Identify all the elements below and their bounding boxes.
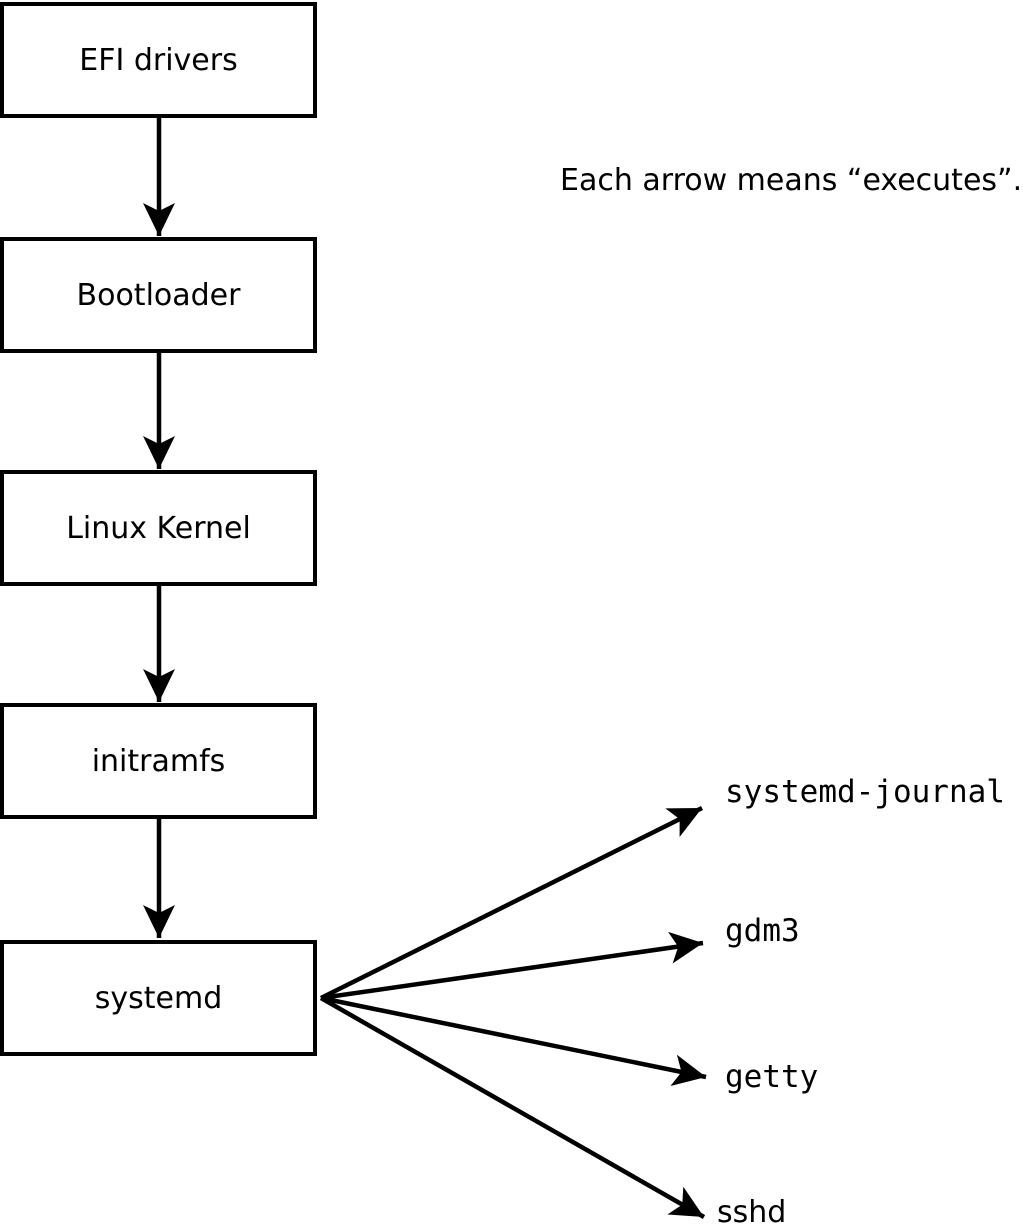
node-linux-kernel-label: Linux Kernel: [66, 510, 251, 546]
node-initramfs-label: initramfs: [91, 743, 226, 779]
node-bootloader: Bootloader: [0, 237, 317, 353]
edge-systemd-to-sshd: [319, 996, 706, 1219]
node-systemd-label: systemd: [94, 980, 223, 1016]
process-label-sshd: sshd: [717, 1195, 787, 1230]
node-bootloader-label: Bootloader: [76, 277, 241, 313]
legend-text: Each arrow means “executes”.: [560, 163, 1023, 198]
node-efi-drivers: EFI drivers: [0, 2, 317, 118]
node-linux-kernel: Linux Kernel: [0, 470, 317, 586]
edge-systemd-to-getty: [320, 995, 707, 1087]
process-label-systemd-journal: systemd-journal: [725, 774, 1005, 810]
node-initramfs: initramfs: [0, 703, 317, 819]
node-systemd: systemd: [0, 940, 317, 1056]
process-label-getty: getty: [725, 1059, 819, 1095]
edge-systemd-to-gdm3: [320, 931, 704, 1001]
edge-systemd-to-systemd-journal: [319, 805, 704, 1001]
process-label-gdm3: gdm3: [725, 913, 800, 949]
node-efi-drivers-label: EFI drivers: [79, 42, 238, 78]
